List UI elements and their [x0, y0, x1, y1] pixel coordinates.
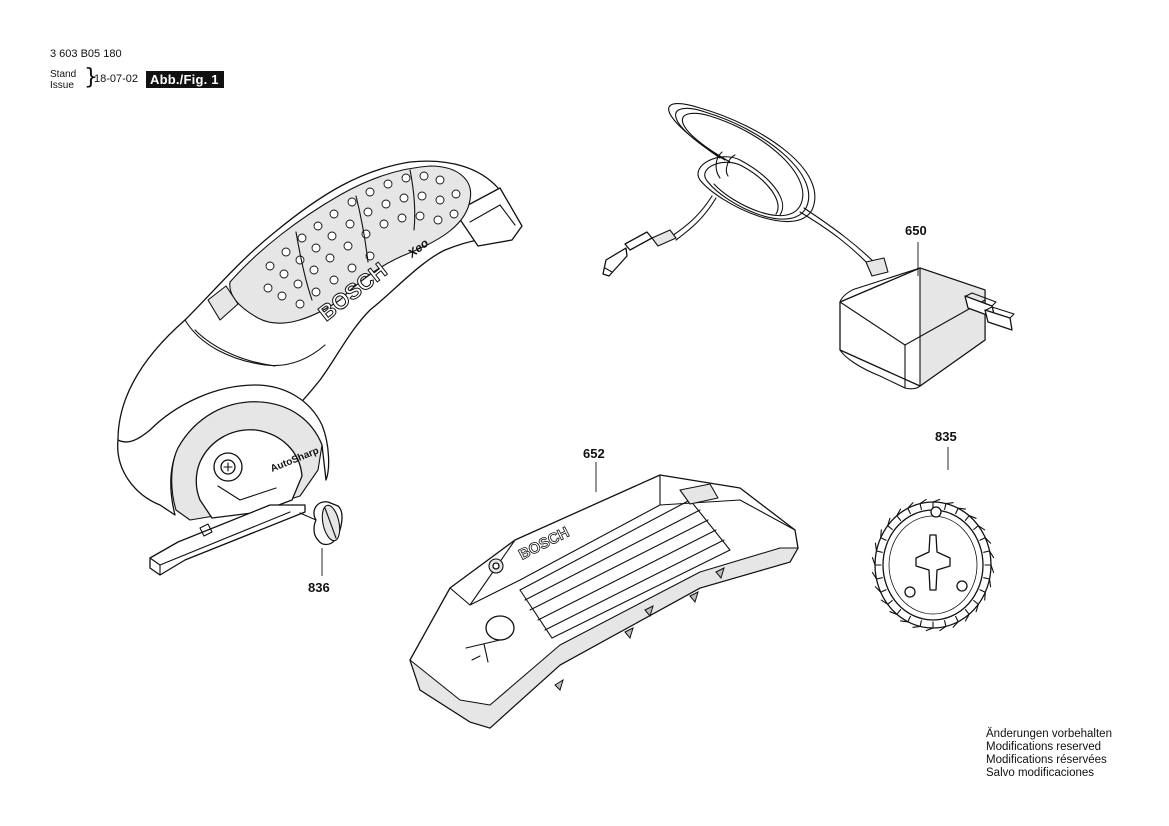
wheel-tooth	[973, 525, 986, 531]
wheel-tooth	[939, 620, 947, 632]
wheel-tooth	[983, 550, 995, 559]
cord-coil	[668, 102, 816, 222]
cord-to-plug	[671, 195, 713, 237]
wheel-tooth	[964, 515, 977, 521]
wheel-tooth	[979, 537, 992, 544]
figure-label: Abb./Fig. 1	[146, 71, 224, 88]
header-brace: }	[84, 65, 98, 90]
callout-652: 652	[583, 446, 605, 461]
wheel-tooth	[874, 586, 887, 593]
issue-label: Issue	[50, 80, 74, 91]
callout-836: 836	[308, 580, 330, 595]
cutter-tool-body: BOSCH Xeo	[117, 160, 523, 441]
callout-650: 650	[905, 223, 927, 238]
cord-to-adapter	[799, 211, 873, 269]
cutting-wheel	[871, 498, 995, 632]
wheel-tooth	[983, 577, 992, 588]
wheel-tooth	[874, 542, 883, 553]
wheel-tooth	[887, 517, 893, 531]
wheel-tooth	[955, 507, 967, 515]
wheel-tooth	[871, 557, 882, 566]
wheel-tooth	[984, 564, 995, 573]
wheel-tooth	[925, 621, 934, 632]
wheel-tooth	[944, 502, 954, 510]
wheel-tooth	[932, 498, 941, 509]
wheel-tooth	[952, 615, 959, 628]
note-es: Salvo modificaciones	[986, 767, 1095, 779]
dc-plug	[602, 229, 677, 277]
switch-button	[207, 285, 239, 321]
wheel-tooth	[899, 615, 911, 623]
issue-date: 18-07-02	[94, 73, 139, 85]
plug-adapter	[839, 267, 1015, 390]
wheel-tooth	[979, 589, 986, 601]
wheel-tooth	[907, 502, 914, 515]
revision-notes: Änderungen vorbehalten Modifications res…	[986, 728, 1112, 780]
part-number: 3 603 B05 180	[50, 48, 122, 60]
wheel-tooth	[880, 529, 887, 541]
storage-insert: BOSCH	[409, 474, 799, 729]
blade-guard: AutoSharp	[117, 384, 330, 576]
wheel-tooth	[871, 571, 883, 580]
wheel-tooth	[889, 609, 902, 615]
insert-ribs	[519, 499, 731, 639]
grip-dots	[263, 171, 461, 309]
wheel-tooth	[912, 620, 922, 628]
note-fr: Modifications réservées	[986, 754, 1107, 766]
wheel-tooth	[919, 498, 927, 510]
callout-835: 835	[935, 429, 957, 444]
wheel-tooth	[896, 508, 902, 521]
thumb-screw	[299, 501, 343, 546]
charger-assembly	[602, 102, 1015, 390]
wheel-tooth	[964, 609, 970, 622]
strain-relief	[865, 257, 889, 277]
wheel-tooth	[973, 599, 979, 613]
wheel-tooth	[880, 599, 893, 605]
note-de: Änderungen vorbehalten	[986, 728, 1112, 740]
stand-label: Stand	[50, 69, 77, 80]
note-en: Modifications reserved	[986, 741, 1102, 753]
